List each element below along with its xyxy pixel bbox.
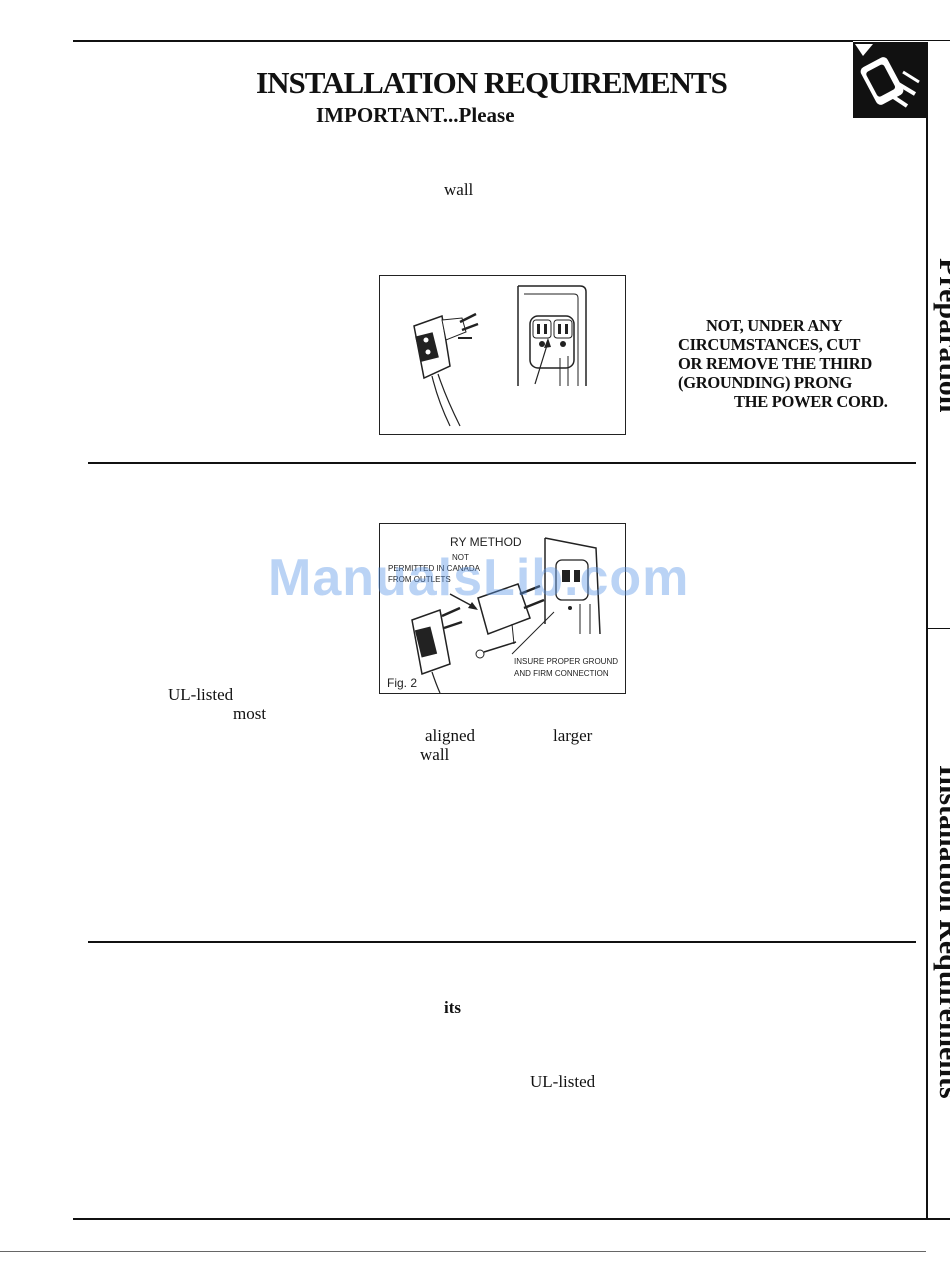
sidebar-tab-preparation: Preparation	[933, 258, 950, 413]
text-wall-2: wall	[420, 745, 450, 764]
text-larger: larger	[553, 726, 593, 745]
sidebar-tab-installation-requirements: Installation Requirements	[933, 765, 950, 1099]
watermark: ManualsLib.com	[268, 549, 690, 607]
page-title: INSTALLATION REQUIREMENTS	[256, 65, 728, 100]
text-its: its	[444, 998, 461, 1017]
warning-line-2: CIRCUMSTANCES, CUT	[678, 335, 861, 354]
figure-2-note-2: PERMITTED IN CANADA	[388, 564, 481, 573]
section-divider-2	[88, 941, 916, 943]
section-divider-1	[88, 462, 916, 464]
figure-2-note-3: FROM OUTLETS	[388, 575, 451, 584]
page-subtitle: IMPORTANT...Please	[316, 103, 515, 127]
top-rule-right	[853, 40, 950, 41]
text-aligned: aligned	[425, 726, 476, 745]
footer-rule	[0, 1251, 926, 1252]
warning-line-4: (GROUNDING) PRONG	[678, 373, 853, 392]
warning-line-5: THE POWER CORD.	[734, 392, 888, 411]
figure-2-title: RY METHOD	[450, 535, 522, 549]
figure-2-callout-1: INSURE PROPER GROUND	[514, 657, 618, 666]
figure-2-callout-2: AND FIRM CONNECTION	[514, 669, 609, 678]
bottom-rule	[73, 1218, 950, 1220]
warning-text: NOT, UNDER ANY CIRCUMSTANCES, CUT OR REM…	[678, 316, 888, 411]
text-ul-listed-2: UL-listed	[530, 1072, 596, 1091]
sidebar-tab-divider	[928, 628, 950, 629]
top-rule	[73, 40, 853, 42]
text-most: most	[233, 704, 267, 723]
plug-icon	[853, 42, 927, 118]
figure-1-grounded-outlet	[379, 275, 626, 435]
text-ul-listed: UL-listed	[168, 685, 234, 704]
figure-2-note-1: NOT	[452, 553, 469, 562]
sidebar-rule	[926, 42, 928, 1220]
warning-line-3: OR REMOVE THE THIRD	[678, 354, 873, 373]
figure-2-adapter-method: RY METHOD NOT PERMITTED IN CANADA FROM O…	[379, 523, 626, 694]
warning-line-1: NOT, UNDER ANY	[706, 316, 843, 335]
figure-2-caption: Fig. 2	[387, 676, 417, 690]
text-wall: wall	[444, 180, 474, 199]
